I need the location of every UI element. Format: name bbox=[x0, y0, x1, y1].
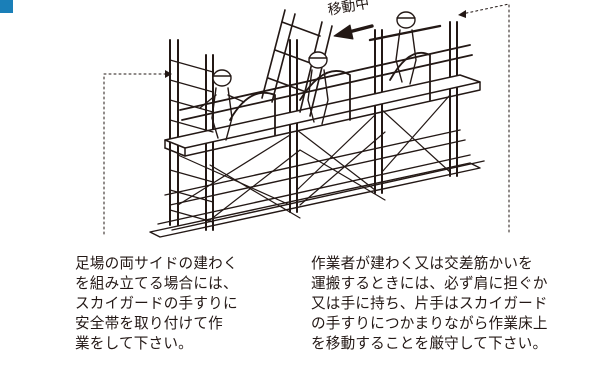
worker-right bbox=[368, 11, 442, 85]
direction-arrow bbox=[333, 24, 374, 40]
base-plates bbox=[149, 154, 485, 238]
caption-right-line: 又は手に持ち、片手はスカイガード bbox=[311, 295, 548, 312]
lower-ledger bbox=[164, 129, 466, 206]
caption-left-line: を組み立てる場合には、 bbox=[75, 275, 238, 292]
caption-left: 足場の両サイドの建わく を組み立てる場合には、 スカイガードの手すりに 安全帯を… bbox=[75, 254, 238, 354]
frame-posts bbox=[169, 21, 458, 231]
worker-left bbox=[199, 69, 245, 141]
caption-left-line: 足場の両サイドの建わく bbox=[75, 255, 238, 272]
caption-left-line: 安全帯を取り付けて作 bbox=[75, 315, 223, 332]
caption-right-line: 運搬するときには、必ず肩に担ぐか bbox=[311, 275, 548, 292]
leader-arrowheads bbox=[165, 10, 466, 78]
caption-left-line: スカイガードの手すりに bbox=[75, 295, 238, 312]
cross-braces bbox=[177, 94, 451, 221]
caption-right-line: 作業者が建わく又は交差筋かいを bbox=[311, 255, 533, 272]
worker-middle bbox=[307, 51, 329, 125]
ladder-rungs bbox=[169, 59, 214, 223]
carried-frame bbox=[261, 9, 333, 117]
caption-right-line: の手すりにつかまりながら作業床上 bbox=[311, 315, 548, 332]
caption-left-line: 業をして下さい。 bbox=[75, 335, 193, 352]
section-marker bbox=[0, 0, 13, 13]
work-platform bbox=[164, 74, 481, 157]
caption-right-line: を移動することを厳守して下さい。 bbox=[311, 335, 548, 352]
caption-right: 作業者が建わく又は交差筋かいを 運搬するときには、必ず肩に担ぐか 又は手に持ち、… bbox=[311, 254, 548, 354]
leader-lines bbox=[103, 3, 510, 235]
